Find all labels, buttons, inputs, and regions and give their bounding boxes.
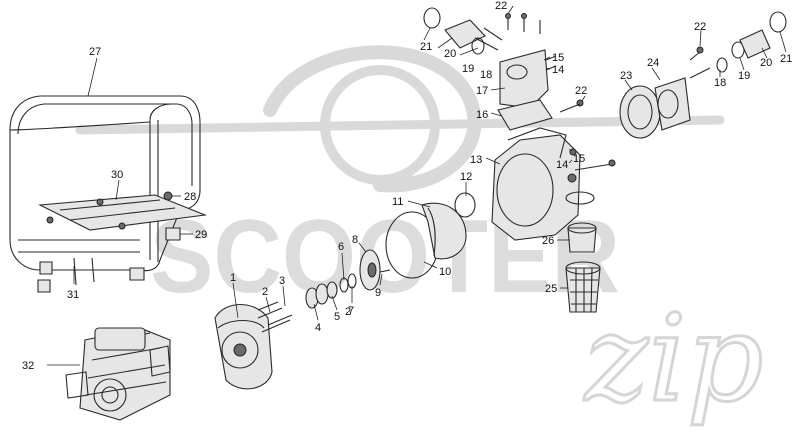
callout-10: 10 (439, 266, 451, 278)
watermark-ring (320, 65, 440, 185)
callout-18-left: 18 (480, 69, 492, 81)
part-small-components (257, 249, 391, 333)
volute-11 (421, 202, 467, 260)
foot-left-rear (39, 261, 53, 275)
callout-32: 32 (22, 360, 34, 372)
callout-25: 25 (545, 283, 557, 295)
callout-11: 11 (392, 196, 403, 208)
frame-base-plate (38, 194, 208, 231)
callout-26: 26 (542, 235, 554, 247)
part-strainer (565, 191, 601, 313)
callout-14-upper: 14 (552, 64, 564, 76)
hose-clamp-21a (423, 7, 441, 29)
callout-2-left: 2 (262, 286, 268, 298)
hose-clamp-21b (769, 11, 787, 33)
callout-14-lower: 14 (556, 159, 568, 171)
part-back-plate (214, 304, 273, 390)
callout-19-left: 19 (462, 63, 474, 75)
callout-27: 27 (89, 46, 101, 58)
hose-barb-26 (567, 227, 597, 253)
part-frame (9, 95, 208, 293)
part-engine (65, 327, 171, 421)
callout-15-upper: 15 (552, 52, 564, 64)
callout-1: 1 (230, 272, 236, 284)
o-ring-18a (471, 37, 485, 55)
callout-3: 3 (279, 275, 285, 287)
callout-22-mid: 22 (575, 85, 587, 97)
callout-31: 31 (67, 289, 79, 301)
callout-24: 24 (647, 57, 659, 69)
part-volute-group (385, 192, 476, 279)
bolt-28 (163, 191, 173, 201)
outlet-body-17 (499, 49, 549, 109)
mount-rubber-29 (165, 227, 181, 241)
callout-20-left: 20 (444, 48, 456, 60)
flange-24 (654, 77, 691, 131)
callout-4: 4 (315, 322, 321, 334)
callout-23: 23 (620, 70, 632, 82)
o-ring-18b (716, 57, 728, 73)
hose-adapter-20a (444, 19, 486, 49)
seal-5 (326, 281, 338, 299)
callout-12: 12 (460, 171, 472, 183)
callout-28: 28 (184, 191, 196, 203)
callout-15-lower: 15 (573, 153, 585, 165)
watermark-swoosh (263, 45, 482, 193)
watermark-bar (75, 115, 725, 135)
gasket-16 (497, 99, 553, 131)
part-outlet-assembly (423, 7, 584, 156)
callout-13: 13 (470, 154, 482, 166)
watermark-script-text: zip (583, 290, 763, 429)
hose-adapter-20b (739, 29, 771, 59)
callout-6: 6 (338, 241, 344, 253)
callout-21-right: 21 (780, 53, 792, 65)
callout-9: 9 (375, 287, 381, 299)
callout-19-right: 19 (738, 70, 750, 82)
callout-8: 8 (352, 234, 358, 246)
part-inlet-assembly (619, 11, 787, 139)
callout-22-top: 22 (495, 0, 507, 12)
callout-7: 7 (348, 305, 354, 317)
gasket-23 (619, 85, 661, 139)
callout-29: 29 (195, 229, 207, 241)
clamp-26-top (565, 191, 595, 205)
callout-5: 5 (334, 311, 340, 323)
callout-18-right: 18 (714, 77, 726, 89)
callout-labels: 1 2 2 3 4 5 6 7 8 9 10 11 12 13 14 14 15… (22, 0, 792, 372)
callout-21-left: 21 (420, 41, 432, 53)
part-pump-housing (491, 127, 616, 241)
callout-16: 16 (476, 109, 488, 121)
callout-30: 30 (111, 169, 123, 181)
callout-22-right: 22 (694, 21, 706, 33)
strainer-basket-25 (565, 267, 601, 313)
callout-20-right: 20 (760, 57, 772, 69)
leader-lines (47, 5, 787, 366)
foot-right (129, 267, 145, 281)
callout-17: 17 (476, 85, 488, 97)
callout-2-right: 2 (345, 306, 351, 318)
o-ring-12 (454, 192, 476, 218)
